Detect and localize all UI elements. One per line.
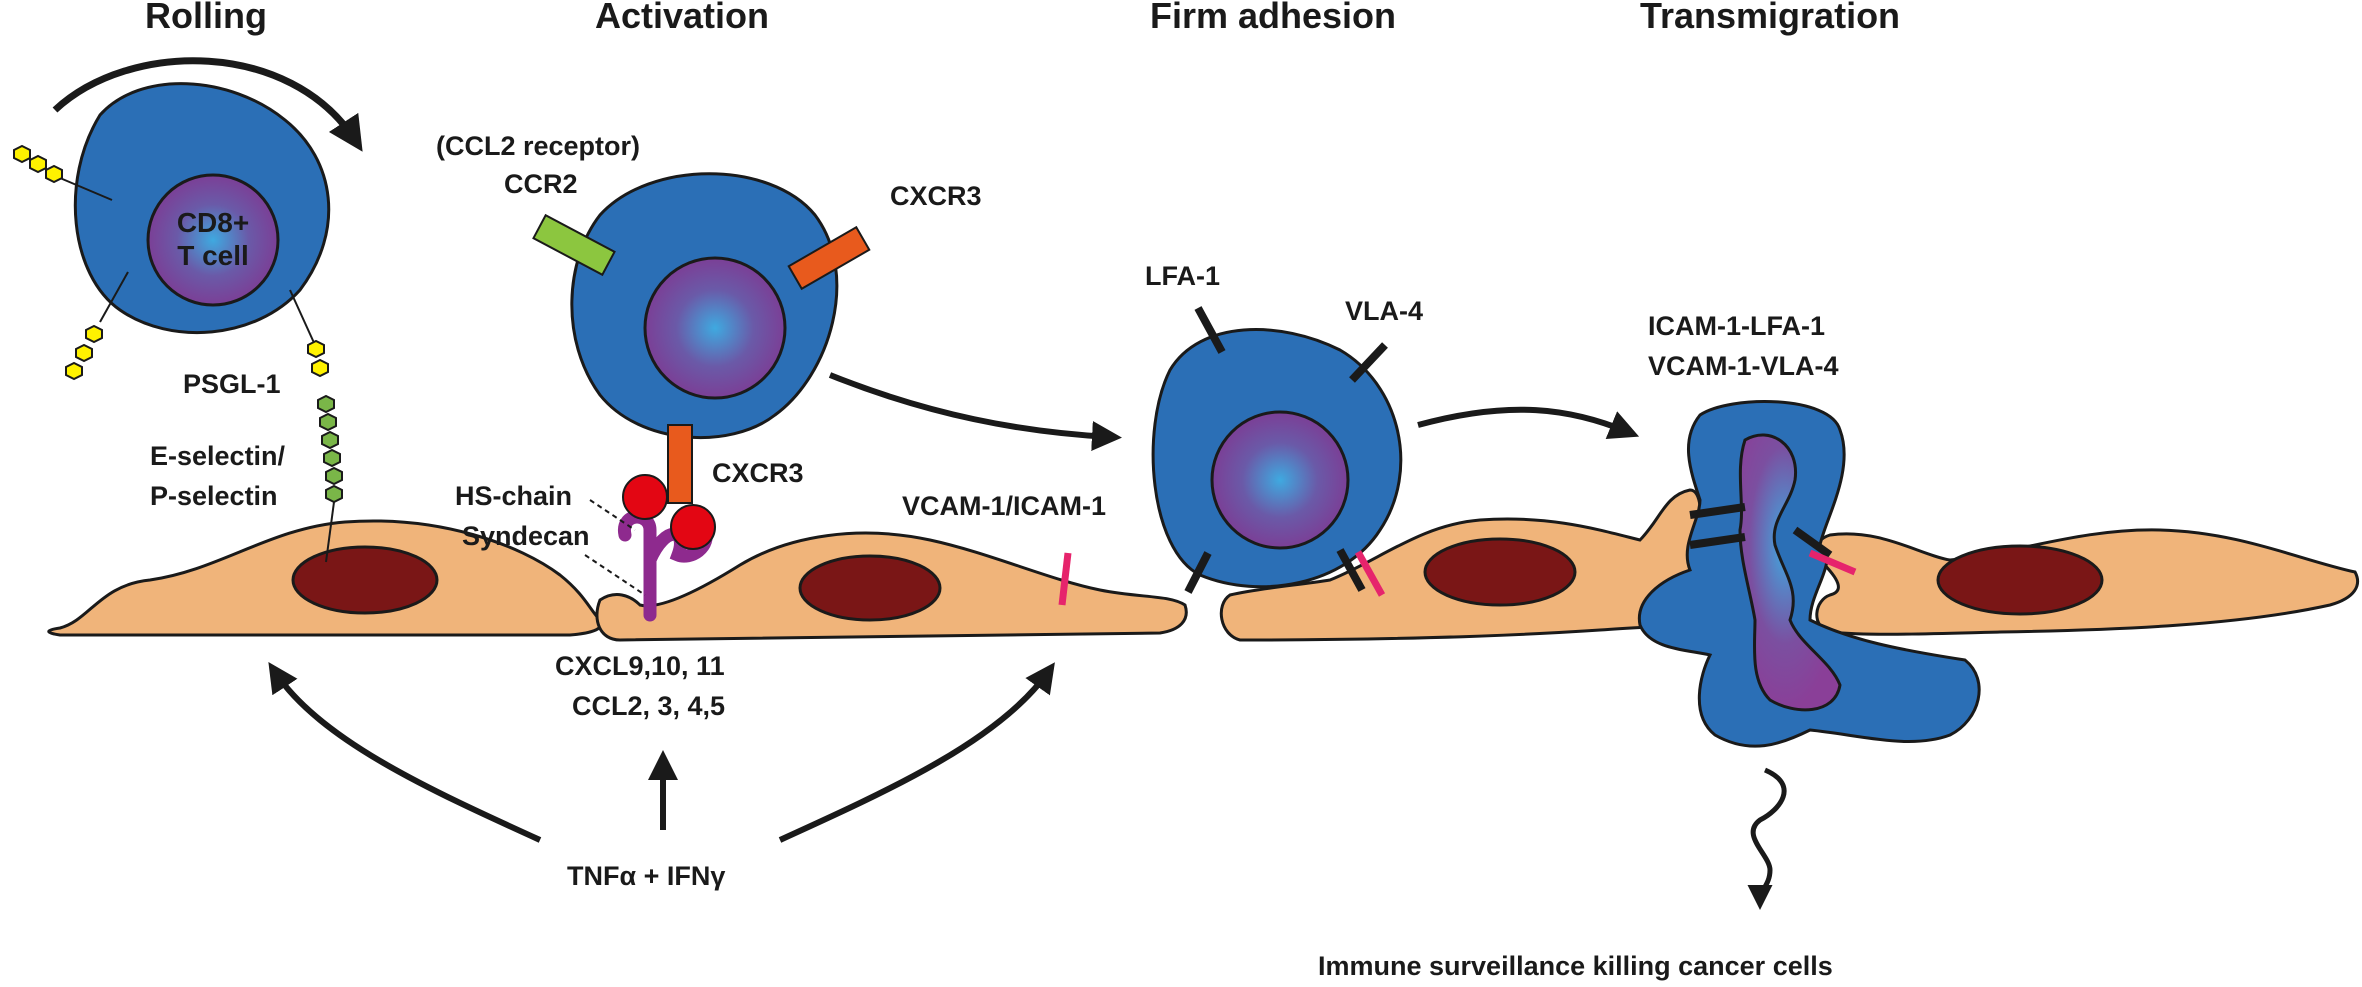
icam-lfa-label: ICAM-1-LFA-1 [1648, 311, 1825, 341]
activated-t-cell-nucleus [643, 256, 787, 400]
rolling-curved-arrow [52, 57, 363, 152]
outcome-label: Immune surveillance killing cancer cells [1318, 951, 1833, 981]
lfa1-integrin-bottom [1184, 551, 1212, 594]
selectin-stalk [325, 501, 335, 563]
stage-title-rolling: Rolling [145, 0, 267, 36]
psgl-stalk-3 [289, 289, 316, 346]
transmigration-vcam-icam [1808, 549, 1857, 576]
syndecan-label: Syndecan [462, 521, 590, 551]
chemokines-label-line2: CCL2, 3, 4,5 [572, 691, 725, 721]
chemokine-2 [670, 504, 716, 550]
transmigration-integrin-2 [1689, 533, 1746, 549]
cxcr3-label-bottom: CXCR3 [712, 458, 804, 488]
transmigration-stage: ICAM-1-LFA-1 VCAM-1-VLA-4 [1637, 311, 1981, 910]
rolling-stage: CD8+ T cell PSGL-1 E-selectin/ P-selecti [13, 57, 363, 563]
vcam-vla-label: VCAM-1-VLA-4 [1648, 351, 1839, 381]
adhered-t-cell-nucleus [1210, 410, 1350, 550]
vla4-integrin-bottom [1336, 548, 1366, 592]
vcam-icam-free [1058, 552, 1072, 606]
cytokine-signaling: TNFα + IFNγ [268, 661, 1055, 891]
selectin-label-line2: P-selectin [150, 481, 278, 511]
psgl-label: PSGL-1 [183, 369, 281, 399]
transmigrating-t-cell [1637, 399, 1981, 748]
syndecan-pointer [584, 554, 646, 596]
ccr2-receptor [532, 213, 616, 277]
transmigrating-t-cell-nucleus [1738, 433, 1842, 712]
stage-title-firm-adhesion: Firm adhesion [1150, 0, 1396, 36]
cytokine-arrow-left [268, 661, 542, 843]
chemokines-label-line1: CXCL9,10, 11 [555, 651, 725, 681]
rolling-t-cell-nucleus [146, 173, 280, 307]
transmigration-integrin-3 [1792, 526, 1833, 559]
psgl-stalk-1 [59, 177, 113, 201]
hs-chain-pointer [589, 499, 636, 531]
cxcr3-label-top: CXCR3 [890, 181, 982, 211]
lfa1-integrin-top [1194, 306, 1226, 354]
arrow-to-transmigration [1417, 406, 1640, 439]
activation-stage: (CCL2 receptor) CCR2 CXCR3 CXCR3 HS-chai… [436, 131, 982, 721]
arrow-to-firm-adhesion [828, 372, 1122, 451]
stage-title-activation: Activation [595, 0, 769, 36]
vla4-label: VLA-4 [1345, 296, 1423, 326]
chemokine-1 [622, 474, 668, 520]
lfa1-label: LFA-1 [1145, 261, 1220, 291]
cxcr3-receptor-bottom [667, 424, 693, 504]
hs-chain-label: HS-chain [455, 481, 572, 511]
ccl2-receptor-label: (CCL2 receptor) [436, 131, 640, 161]
psgl-stalk-2 [99, 271, 129, 323]
vcam-icam-label: VCAM-1/ICAM-1 [902, 491, 1106, 521]
transmigration-integrin-1 [1689, 503, 1746, 519]
selectin-glycan-chain [317, 394, 343, 504]
t-cell-label-line1: CD8+ [177, 207, 249, 238]
vcam-icam-bound [1354, 550, 1386, 597]
psgl-glycan-chains [13, 144, 329, 381]
wavy-arrow-down [1747, 767, 1787, 910]
cxcr3-receptor-top [787, 225, 871, 291]
endothelium [47, 488, 2360, 642]
vla4-integrin-top [1349, 342, 1388, 383]
cytokine-arrow-right [778, 662, 1055, 843]
firm-adhesion-stage: LFA-1 VLA-4 VCAM-1/ICAM-1 [902, 261, 1423, 606]
t-cell-label-line2: T cell [177, 240, 249, 271]
endothelial-nucleus-1 [291, 545, 439, 615]
endothelial-nucleus-4 [1936, 544, 2104, 616]
stage-title-transmigration: Transmigration [1640, 0, 1900, 36]
ccr2-label: CCR2 [504, 169, 578, 199]
endothelial-nucleus-2 [798, 554, 942, 622]
selectin-label-line1: E-selectin/ [150, 441, 286, 471]
cytokines-label: TNFα + IFNγ [567, 861, 725, 891]
endothelial-nucleus-3 [1423, 537, 1577, 607]
